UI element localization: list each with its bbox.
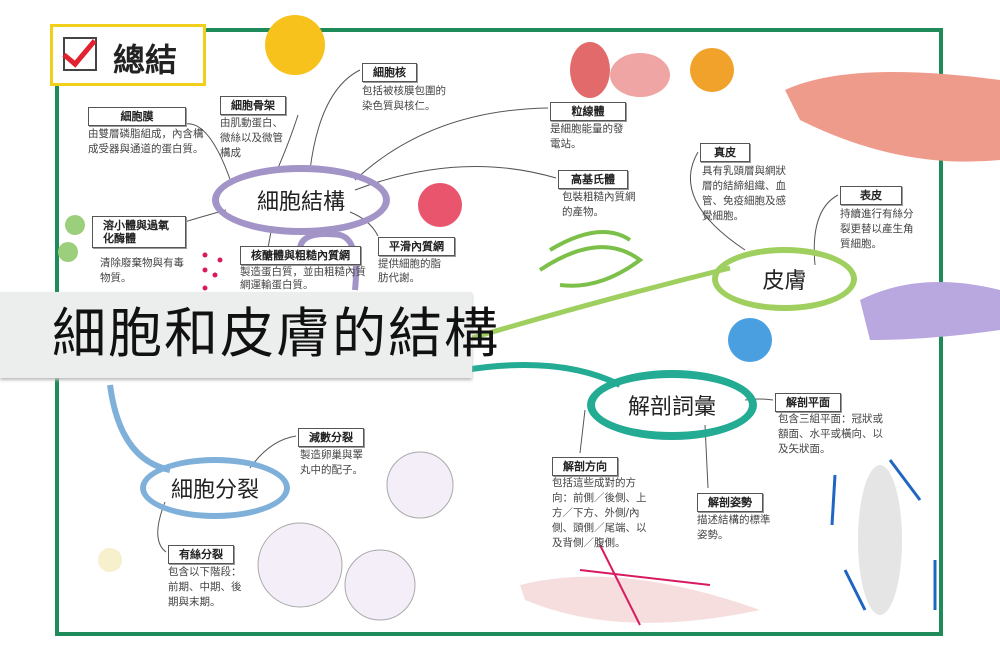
node-label: 溶小體與過氧化酶體 [92, 216, 186, 248]
node-label: 真皮 [700, 143, 750, 162]
node-label: 核醣體與粗糙內質網 [240, 246, 361, 265]
summary-label: 總結 [113, 41, 178, 79]
node-desc: 製造蛋白質，並由粗糙內質網運輸蛋白質。 [240, 266, 366, 291]
hub-anatomy-terms: 解剖詞彙 [587, 370, 757, 440]
node-label: 粒線體 [550, 102, 626, 121]
node-desc: 包含三組平面：冠狀或額面、水平或橫向、以及矢狀面。 [778, 413, 883, 455]
summary-badge: 總結 [50, 24, 206, 86]
mitosis-illustration [257, 522, 343, 608]
hub-cell-division: 細胞分裂 [140, 457, 290, 519]
node-label: 高基氏體 [558, 170, 628, 189]
page-title: 細胞和皮膚的結構 [52, 302, 500, 365]
hub-cell-structure: 細胞結構 [212, 165, 390, 235]
mitochondrion-illustration [610, 53, 670, 97]
node-label: 減數分裂 [298, 428, 364, 447]
node-desc: 持續進行有絲分裂更替以產生角質細胞。 [840, 208, 914, 250]
golgi-illustration [538, 230, 644, 288]
checkmark-icon [63, 37, 97, 71]
human-figure-illustration [858, 465, 902, 615]
node-desc: 由雙層磷脂組成，內含構成受器與通道的蛋白質。 [88, 128, 204, 155]
node-label: 有絲分裂 [168, 545, 234, 564]
mitochondrion-illustration [570, 42, 610, 98]
node-label: 解剖姿勢 [697, 493, 763, 512]
node-label: 解剖方向 [552, 457, 618, 476]
hub-skin: 皮膚 [712, 247, 857, 311]
node-label: 表皮 [840, 186, 902, 205]
node-desc: 包裝粗糙內質網的產物。 [562, 191, 636, 218]
node-label: 解剖平面 [775, 393, 841, 412]
node-desc: 提供細胞的脂肪代謝。 [378, 258, 441, 284]
cell-illustration [690, 48, 734, 92]
meiosis-illustration [386, 451, 454, 519]
organelle-illustrations [58, 15, 1000, 626]
node-desc: 製造卵巢與睪丸中的配子。 [300, 449, 363, 476]
node-label: 細胞骨架 [220, 96, 286, 115]
node-desc: 包括這些成對的方向：前側／後側、上方／下方、外側/內側、頭側／尾端、以及背側／腹… [552, 477, 647, 549]
node-desc: 清除廢棄物與有毒物質。 [100, 257, 184, 284]
node-desc: 描述結構的標準姿勢。 [697, 514, 771, 541]
node-label: 細胞核 [362, 63, 417, 82]
cell-illustration [728, 318, 772, 362]
vesicle-illustration [418, 183, 462, 227]
epidermal-cell-illustration [860, 282, 1000, 340]
fish-illustration [520, 576, 760, 623]
node-desc: 由肌動蛋白、微絲以及微管構成 [220, 117, 283, 159]
neuron-illustration [265, 15, 325, 75]
node-desc: 包含以下階段：前期、中期、後期與末期。 [168, 566, 242, 608]
node-desc: 具有乳頭層與網狀層的結締組織、血管、免疫細胞及感覺細胞。 [702, 165, 786, 222]
title-banner: 細胞和皮膚的結構 [0, 292, 498, 378]
skin-layer-illustration [785, 72, 1000, 162]
node-label: 細胞膜 [88, 107, 186, 126]
node-desc: 包括被核膜包圍的染色質與核仁。 [362, 85, 446, 112]
node-label: 平滑內質網 [378, 237, 455, 256]
node-desc: 是細胞能量的發電站。 [550, 123, 624, 150]
